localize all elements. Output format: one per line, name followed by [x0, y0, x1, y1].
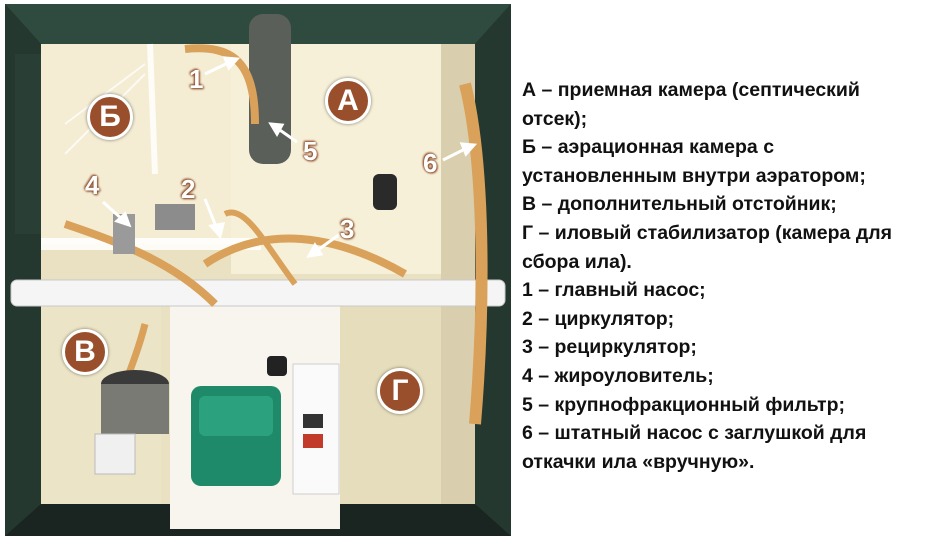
label-coarse-filter: 5 — [303, 136, 318, 166]
label-main-pump: 1 — [189, 64, 204, 94]
legend-item-1: 1 – главный насос; — [522, 279, 706, 302]
septic-tank-photo: А Б В Г 1 2 3 4 5 6 — [5, 4, 511, 536]
marker-chamber-a: А — [325, 78, 371, 124]
marker-chamber-b: Б — [87, 94, 133, 140]
legend-item-a: А – приемная камера (септический отсек); — [522, 79, 860, 130]
legend-item-6: 6 – штатный насос с заглушкой для откачк… — [522, 422, 867, 473]
legend-item-v: В – дополнительный отстойник; — [522, 193, 837, 216]
legend-item-4: 4 – жироуловитель; — [522, 364, 714, 387]
legend-item-3: 3 – рециркулятор; — [522, 336, 697, 359]
label-grease-trap: 4 — [85, 170, 100, 200]
marker-chamber-v: В — [62, 329, 108, 375]
legend-item-5: 5 – крупнофракционный фильтр; — [522, 393, 845, 416]
label-recirculator: 3 — [340, 214, 355, 244]
septic-tank-illustration — [5, 4, 511, 536]
legend-list: А – приемная камера (септический отсек);… — [522, 76, 922, 476]
label-circulator: 2 — [181, 174, 196, 204]
label-sludge-pump: 6 — [423, 148, 438, 178]
marker-chamber-g: Г — [377, 368, 423, 414]
legend-item-2: 2 – циркулятор; — [522, 307, 675, 330]
legend-item-g: Г – иловый стабилизатор (камера для сбор… — [522, 221, 892, 273]
legend-item-b: Б – аэрационная камера с установленным в… — [522, 136, 866, 187]
